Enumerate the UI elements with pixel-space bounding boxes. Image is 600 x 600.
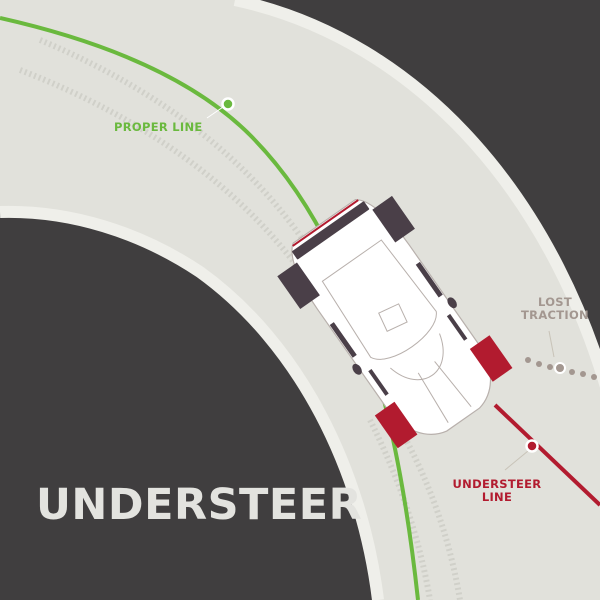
understeer-line-label-line1: UNDERSTEER [452,477,542,491]
diagram-title: UNDERSTEER [36,480,363,530]
lost-traction-marker-icon [554,362,566,374]
rear-left-tire [277,262,320,310]
understeer-line-label: UNDERSTEER LINE [440,477,554,505]
proper-line-label: PROPER LINE [114,120,203,134]
understeer-leader [504,450,529,471]
skid-marks [18,37,463,600]
rear-right-tire [372,195,415,243]
understeer-line-label-line2: LINE [481,490,513,505]
track-inner-edge [0,205,384,600]
lost-traction-label: LOST TRACTION [513,295,597,323]
proper-marker-icon [221,97,235,111]
front-right-tire [469,335,513,382]
lost-traction-leader [548,330,555,358]
front-left-tire [374,401,418,449]
proper-line [0,16,420,600]
understeer-marker-icon [525,439,539,453]
track-outer-edge [233,0,600,389]
lost-traction-label-line1: LOST [537,295,573,309]
understeer-line [493,403,600,507]
lost-traction-dots [525,357,597,380]
lost-traction-label-line2: TRACTION [521,308,589,323]
race-car-icon [277,195,513,449]
